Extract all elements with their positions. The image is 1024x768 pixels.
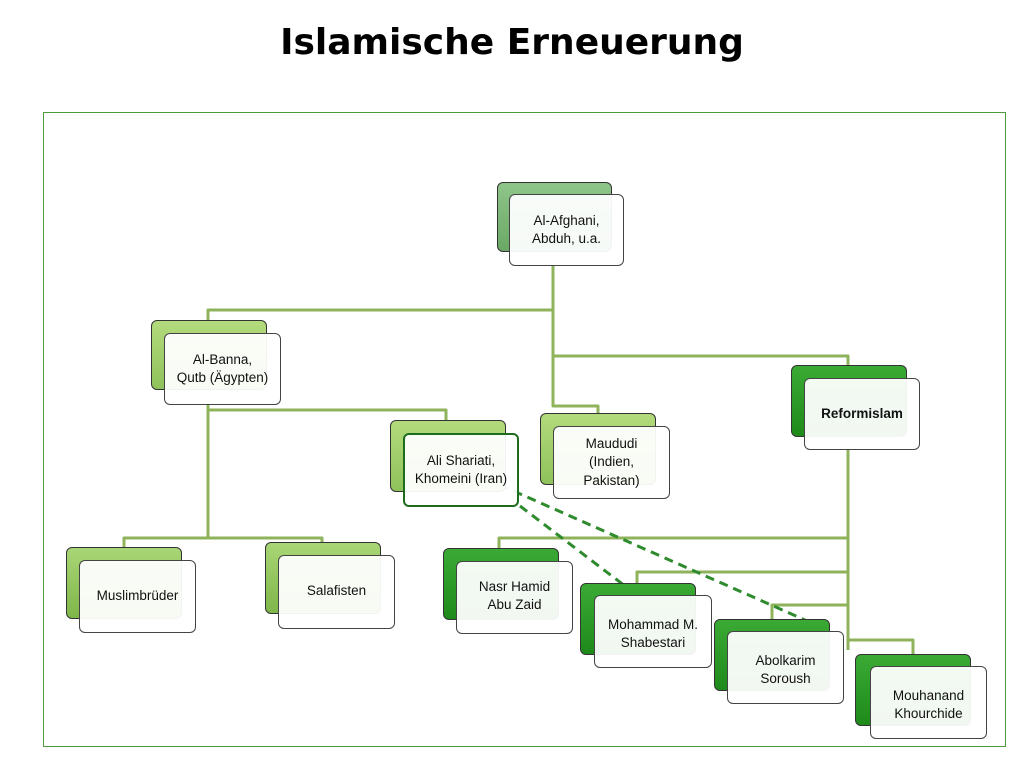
- node-reformislam-label: Reformislam: [804, 378, 920, 450]
- connector-root-reformislam: [553, 354, 850, 366]
- node-muslimbrueder: Muslimbrüder: [66, 547, 196, 634]
- node-root: Al-Afghani, Abduh, u.a.: [497, 182, 625, 268]
- node-khourchide-label: Mouhanand Khourchide: [870, 666, 987, 739]
- node-soroush-label: Abolkarim Soroush: [727, 631, 844, 704]
- node-root-label: Al-Afghani, Abduh, u.a.: [509, 194, 624, 266]
- dashed-shariati-soroush: [499, 483, 806, 622]
- node-soroush: Abolkarim Soroush: [714, 619, 844, 705]
- connector-reformislam-shabestari: [635, 570, 848, 584]
- connector-reformislam-khourchide: [848, 638, 915, 656]
- node-al-banna: Al-Banna, Qutb (Ägypten): [151, 320, 281, 406]
- connector-reformislam-soroush: [770, 603, 848, 620]
- node-khourchide: Mouhanand Khourchide: [855, 654, 987, 740]
- connector-reformislam-abuzaid: [497, 536, 848, 549]
- connector-root-maududi: [551, 356, 600, 416]
- node-reformislam: Reformislam: [791, 365, 920, 451]
- node-shabestari: Mohammad M. Shabestari: [580, 583, 712, 669]
- node-abu-zaid-label: Nasr Hamid Abu Zaid: [456, 561, 573, 634]
- node-maududi-label: Maududi (Indien, Pakistan): [553, 426, 670, 499]
- node-salafisten: Salafisten: [265, 542, 395, 630]
- connector-root-albanna: [206, 308, 553, 322]
- node-muslimbrueder-label: Muslimbrüder: [79, 560, 196, 633]
- diagram-frame: [43, 112, 1006, 747]
- node-al-banna-label: Al-Banna, Qutb (Ägypten): [164, 333, 281, 405]
- node-shariati-label: Ali Shariati, Khomeini (Iran): [403, 433, 519, 507]
- node-shariati: Ali Shariati, Khomeini (Iran): [390, 420, 520, 508]
- node-abu-zaid: Nasr Hamid Abu Zaid: [443, 548, 573, 635]
- node-salafisten-label: Salafisten: [278, 555, 395, 629]
- node-shabestari-label: Mohammad M. Shabestari: [594, 595, 712, 668]
- node-maududi: Maududi (Indien, Pakistan): [540, 413, 670, 500]
- dashed-shariati-shabestari: [519, 504, 626, 588]
- connector-albanna-salafisten: [206, 530, 324, 543]
- page-title: Islamische Erneuerung: [280, 22, 744, 63]
- connector-albanna-muslimbrueder: [122, 536, 208, 548]
